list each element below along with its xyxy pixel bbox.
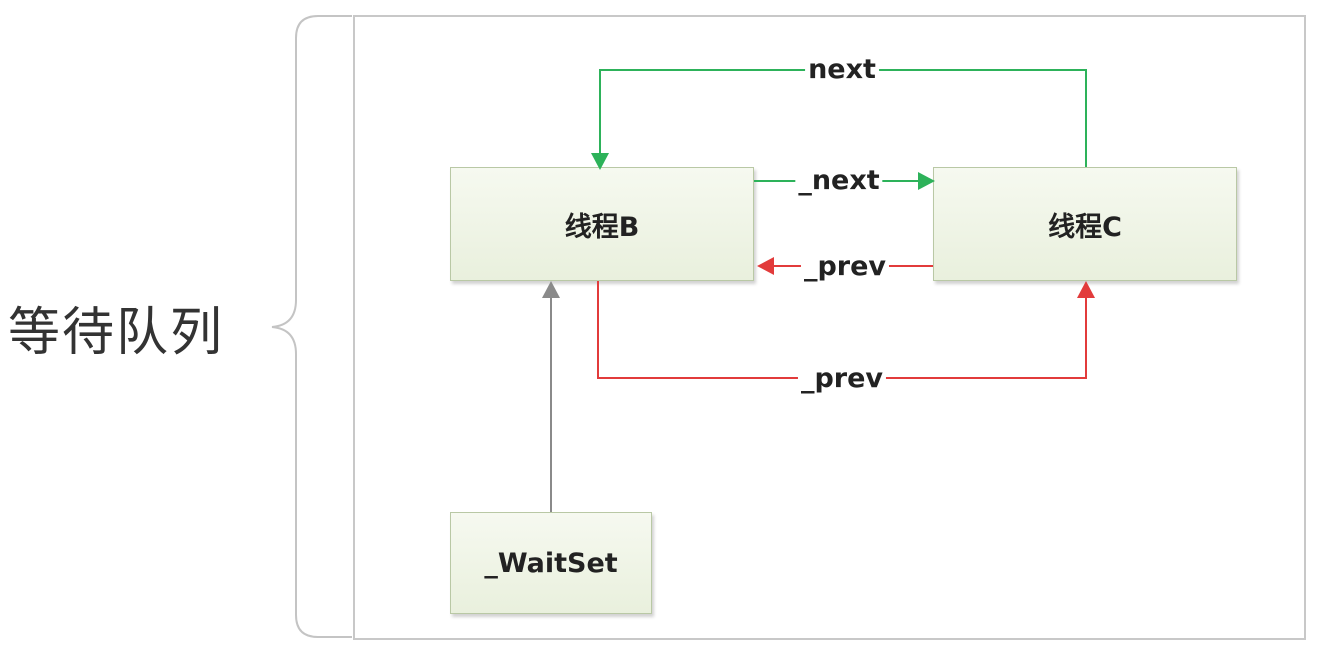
thread-c-node[interactable]: 线程C — [933, 167, 1237, 281]
next-mid-arrowhead — [918, 172, 935, 190]
prev-bottom-label: _prev — [797, 364, 887, 394]
waitset-node[interactable]: _WaitSet — [450, 512, 652, 614]
wait-queue-label: 等待队列 — [8, 303, 225, 363]
next-mid-label: _next — [795, 166, 883, 196]
waitset-arrowhead — [542, 281, 560, 298]
next-top-label: next — [805, 55, 879, 85]
prev-bottom-arrowhead — [1077, 281, 1095, 298]
prev-mid-label: _prev — [800, 252, 890, 282]
next-top-arrowhead — [591, 153, 609, 170]
thread-b-node[interactable]: 线程B — [450, 167, 754, 281]
prev-mid-arrowhead — [757, 257, 774, 275]
